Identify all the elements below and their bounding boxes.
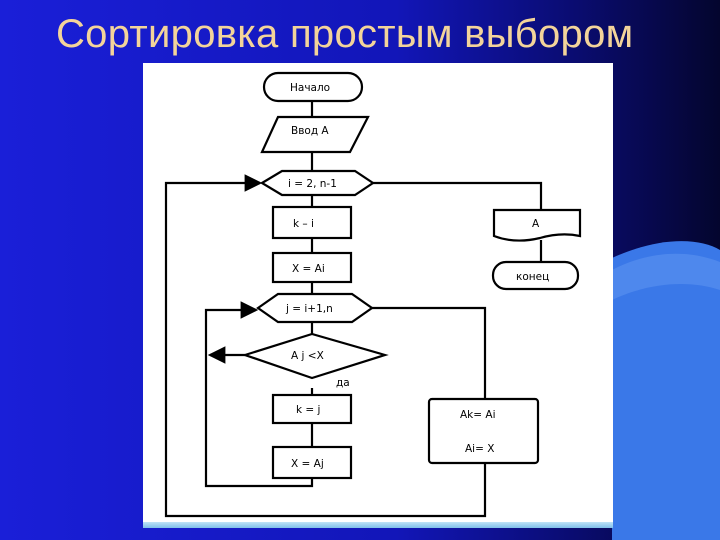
flowchart-end: конец	[491, 260, 580, 291]
flowchart-assign-kj: k = j	[271, 393, 353, 425]
flowchart-input: Ввод A	[260, 115, 370, 154]
swap-second-label: Ai= X	[465, 443, 494, 455]
flowchart-assign-k: k – i	[271, 205, 353, 240]
input-label: Ввод A	[291, 125, 329, 137]
outer-loop-label: i = 2, n-1	[288, 178, 337, 190]
condition-label: A j <X	[291, 350, 324, 362]
slide-title: Сортировка простым выбором	[56, 12, 634, 56]
accent-wave-highlight	[612, 253, 720, 300]
flow-connectors	[164, 101, 543, 518]
output-label: A	[532, 218, 540, 230]
assign-x-label: X = Ai	[292, 263, 325, 275]
panel-bottom-edge	[143, 522, 613, 528]
flowchart-assign-x: X = Ai	[271, 251, 353, 284]
flowchart-start: Начало	[262, 71, 364, 103]
flowchart-outer-loop: i = 2, n-1	[259, 169, 375, 197]
condition-yes-label: да	[336, 377, 350, 389]
flowchart-inner-loop: j = i+1,n	[256, 292, 374, 324]
end-label: конец	[516, 271, 549, 283]
inner-loop-label: j = i+1,n	[285, 303, 333, 315]
assign-kj-label: k = j	[296, 404, 320, 416]
flowchart-output: A	[492, 208, 582, 242]
assign-xaj-label: X = Aj	[291, 458, 324, 470]
flowchart-swap: Ak= Ai Ai= X	[427, 397, 540, 465]
flowchart-condition: A j <X да	[241, 332, 389, 389]
flowchart-assign-xaj: X = Aj	[271, 445, 353, 480]
swap-first-label: Ak= Ai	[460, 409, 496, 421]
assign-k-label: k – i	[293, 218, 314, 230]
start-label: Начало	[290, 82, 330, 94]
accent-wave-shape	[612, 241, 720, 540]
